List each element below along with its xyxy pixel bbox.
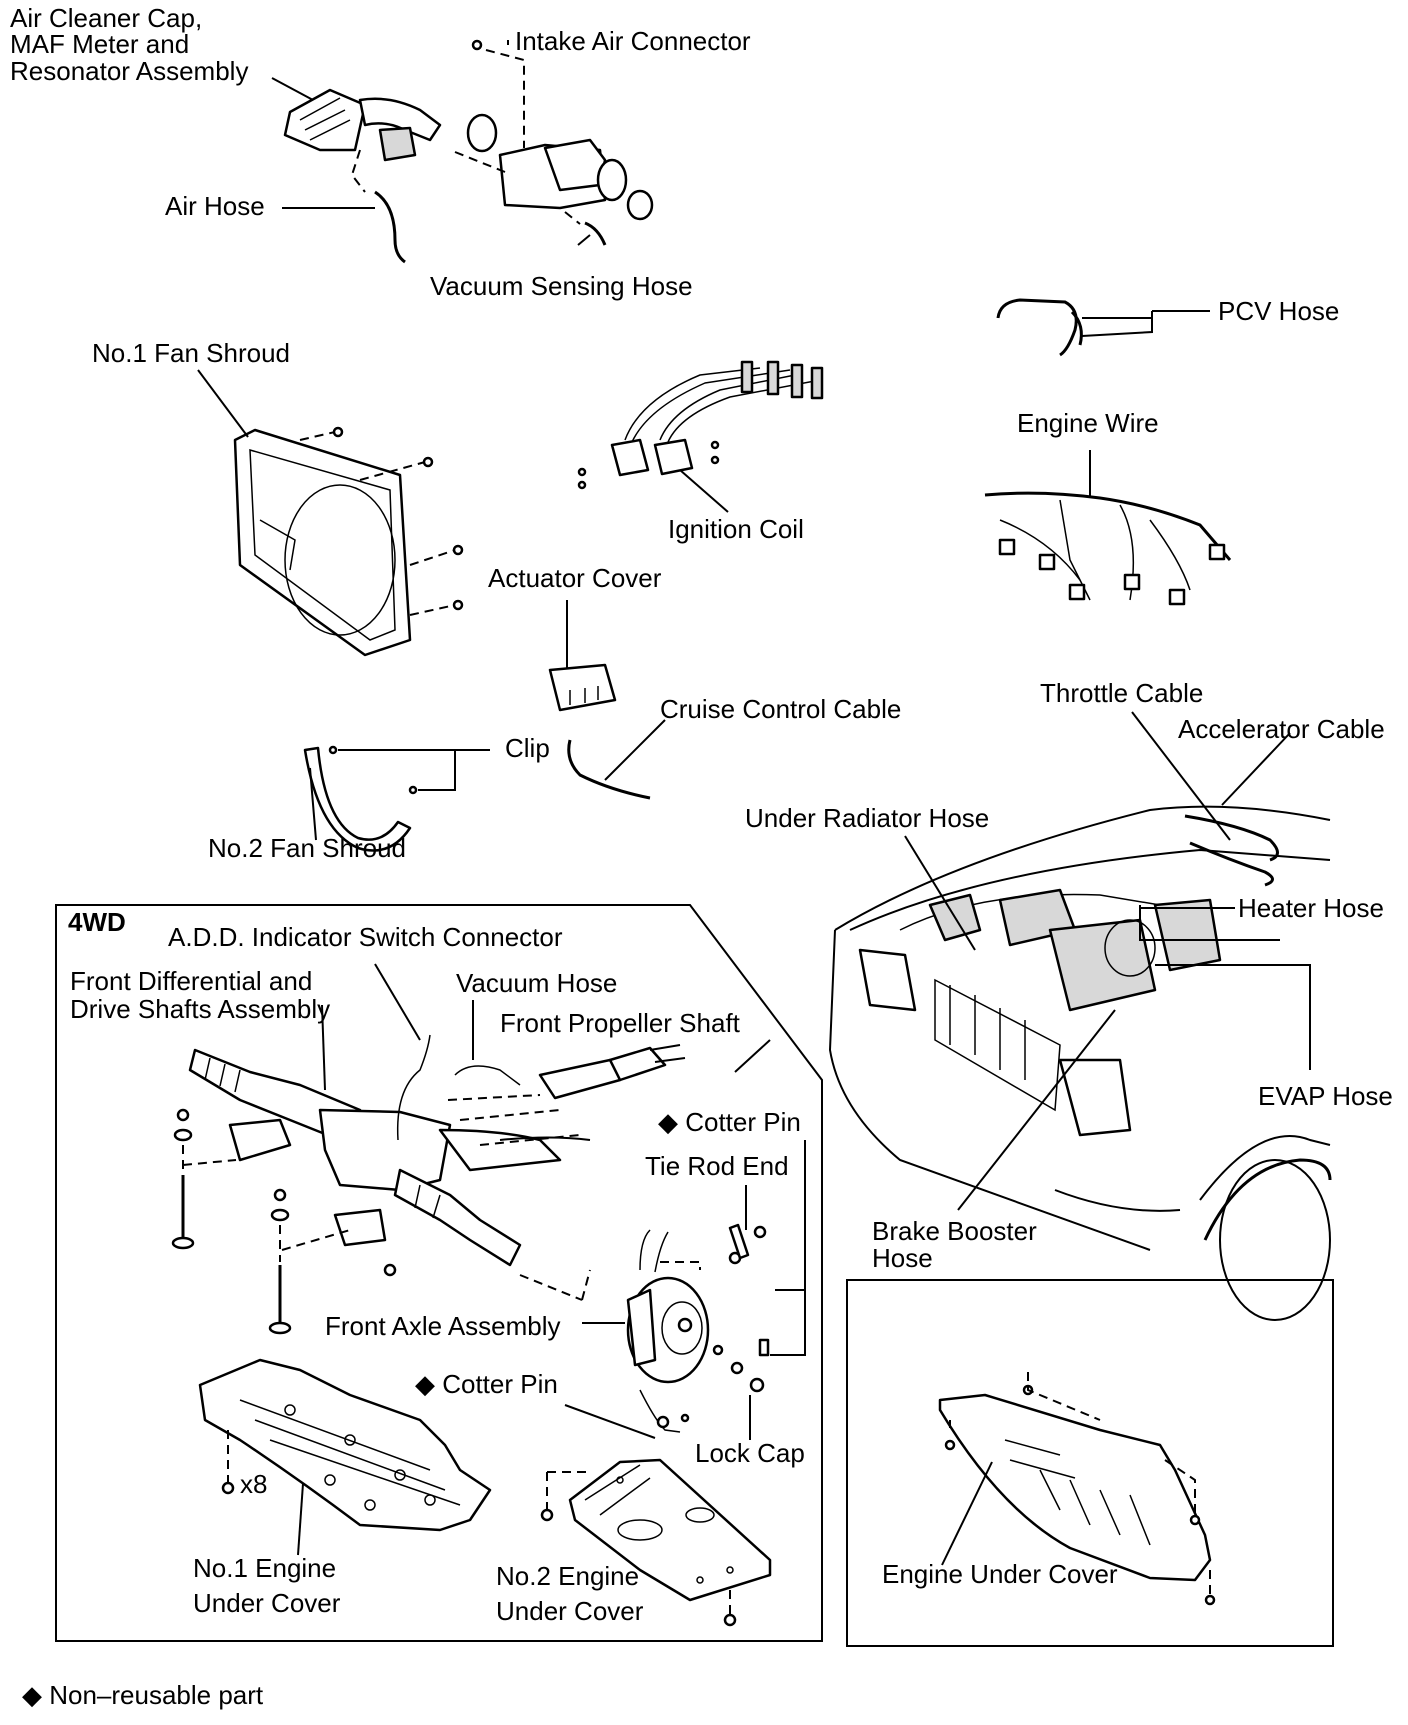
non-reusable-footnote: ◆ Non–reusable part <box>22 1680 264 1710</box>
lock-cap-label: Lock Cap <box>695 1438 805 1468</box>
engine-wire-label: Engine Wire <box>1017 408 1159 438</box>
front-diff-label-line1: Front Differential and <box>70 966 312 996</box>
front-differential-drawing <box>188 1034 686 1267</box>
engine-under-cover-label: Engine Under Cover <box>882 1559 1118 1589</box>
heater-hose-label: Heater Hose <box>1238 893 1384 923</box>
vehicle-front-drawing <box>828 805 1332 1321</box>
add-switch-connector-label: A.D.D. Indicator Switch Connector <box>168 922 563 952</box>
cruise-control-cable-drawing <box>567 739 651 800</box>
x8-label: x8 <box>240 1469 267 1499</box>
vacuum-sensing-hose-label: Vacuum Sensing Hose <box>430 271 693 301</box>
throttle-cable-label: Throttle Cable <box>1040 678 1203 708</box>
no1-engine-under-cover-label-line1: No.1 Engine <box>193 1553 336 1583</box>
brake-booster-hose-label-line2: Hose <box>872 1243 933 1273</box>
ignition-coil-drawing <box>577 360 824 490</box>
actuator-cover-label: Actuator Cover <box>488 563 662 593</box>
front-propeller-shaft-label: Front Propeller Shaft <box>500 1008 741 1038</box>
engine-under-cover-box <box>846 1279 1334 1647</box>
brake-booster-hose-label-line1: Brake Booster <box>872 1216 1037 1246</box>
under-radiator-hose-label: Under Radiator Hose <box>745 803 989 833</box>
evap-hose-label: EVAP Hose <box>1258 1081 1393 1111</box>
pcv-hose-label: PCV Hose <box>1218 296 1339 326</box>
vacuum-hose-label: Vacuum Hose <box>456 968 617 998</box>
air-hose-drawing <box>374 190 406 264</box>
air-cleaner-label-line1: Air Cleaner Cap, <box>10 3 202 33</box>
pcv-hose-drawing <box>996 298 1083 357</box>
front-diff-label-line2: Drive Shafts Assembly <box>70 994 330 1024</box>
engine-wire-drawing <box>984 491 1232 606</box>
vacuum-sensing-hose-drawing <box>584 221 607 246</box>
accelerator-cable-label: Accelerator Cable <box>1178 714 1385 744</box>
engine-under-cover-drawing <box>938 1384 1216 1606</box>
air-cleaner-assembly-drawing <box>283 88 442 162</box>
cotter-pin-upper-label: ◆ Cotter Pin <box>658 1107 801 1137</box>
ignition-coil-label: Ignition Coil <box>668 514 804 544</box>
clip-label: Clip <box>505 733 550 763</box>
no1-fan-shroud-drawing <box>233 426 464 657</box>
fasteners-drawing <box>171 1108 770 1429</box>
box-4wd-label: 4WD <box>68 907 126 937</box>
front-axle-drawing <box>626 1229 710 1433</box>
no2-engine-under-cover-drawing <box>540 1458 772 1627</box>
actuator-cover-drawing <box>548 663 617 712</box>
intake-air-connector-drawing <box>466 39 654 221</box>
intake-air-connector-label: Intake Air Connector <box>515 26 751 56</box>
no2-engine-under-cover-label-line2: Under Cover <box>496 1596 644 1626</box>
air-cleaner-label-line2: MAF Meter and <box>10 29 189 59</box>
air-cleaner-label-line3: Resonator Assembly <box>10 56 248 86</box>
no2-fan-shroud-label: No.2 Fan Shroud <box>208 833 406 863</box>
no1-engine-under-cover-drawing <box>198 1358 492 1532</box>
front-axle-assembly-label: Front Axle Assembly <box>325 1311 561 1341</box>
box-4wd-frame <box>55 904 823 1642</box>
no1-fan-shroud-label: No.1 Fan Shroud <box>92 338 290 368</box>
cotter-pin-lower-label: ◆ Cotter Pin <box>415 1369 558 1399</box>
cruise-control-cable-label: Cruise Control Cable <box>660 694 901 724</box>
no1-engine-under-cover-label-line2: Under Cover <box>193 1588 341 1618</box>
tie-rod-end-label: Tie Rod End <box>645 1151 789 1181</box>
air-hose-label: Air Hose <box>165 191 265 221</box>
no2-fan-shroud-drawing <box>303 745 418 852</box>
no2-engine-under-cover-label-line1: No.2 Engine <box>496 1561 639 1591</box>
